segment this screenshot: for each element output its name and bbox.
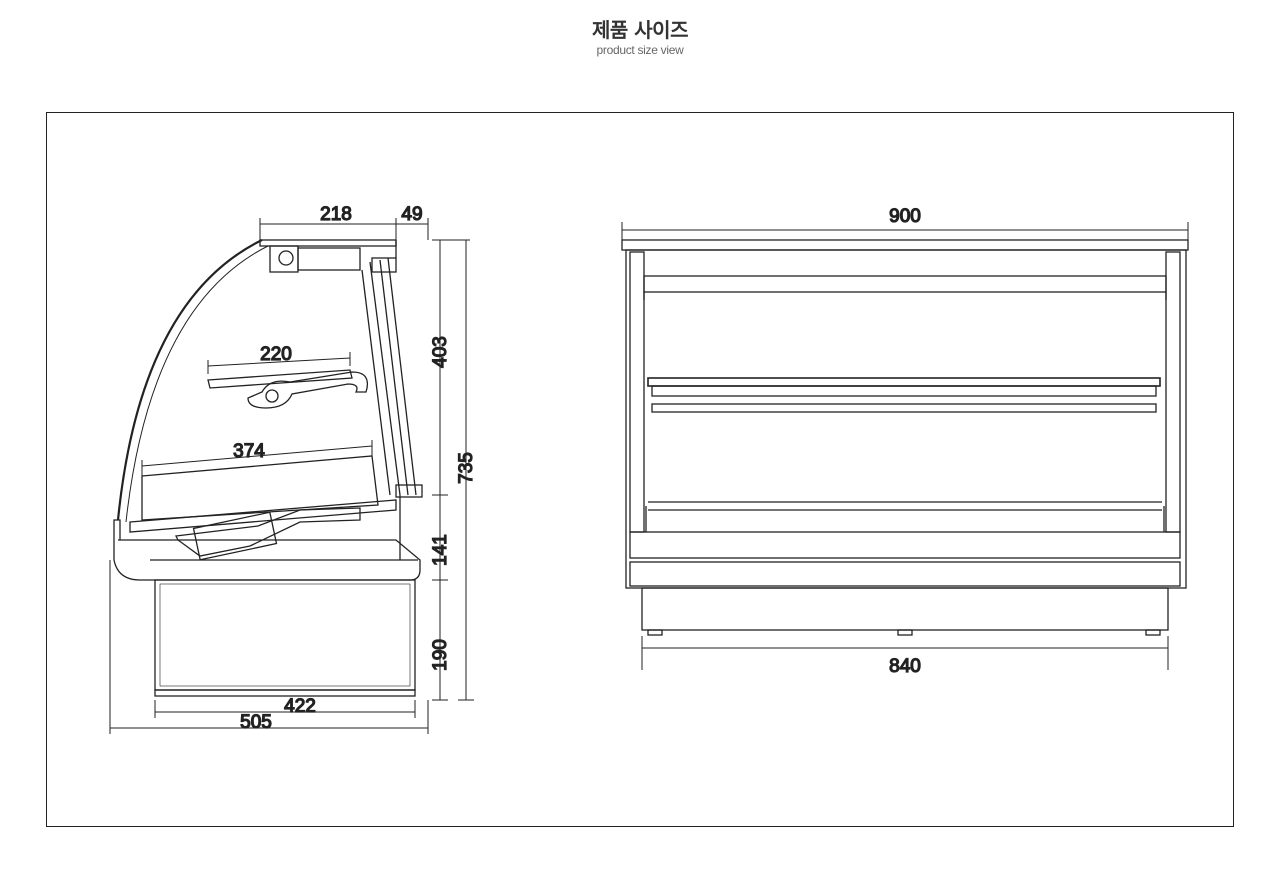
side-base-cabinet — [154, 579, 416, 691]
dim-upper-height: 403 — [430, 336, 451, 368]
side-lamp-housing — [269, 245, 299, 273]
side-body — [113, 519, 421, 581]
side-door-top-rail — [371, 257, 397, 273]
side-evaporator — [192, 511, 278, 561]
front-foot-left — [647, 629, 663, 636]
side-drain-tray — [175, 507, 361, 557]
front-lower-deck — [648, 501, 1162, 511]
side-base-plinth — [154, 689, 416, 697]
dim-deck-depth: 374 — [233, 441, 265, 462]
front-outer-frame — [625, 249, 1187, 589]
side-dimensions — [109, 218, 474, 734]
dim-total-width: 900 — [889, 206, 921, 227]
dim-top-depth: 218 — [320, 204, 352, 225]
front-middle-shelf-lip — [651, 385, 1157, 397]
dim-base-height: 190 — [430, 639, 451, 671]
front-bottom-band — [629, 561, 1181, 587]
page-title: 제품 사이즈 — [592, 18, 688, 42]
front-kickplate — [629, 531, 1181, 559]
front-view: 900 840 — [621, 205, 1189, 678]
front-canopy-band — [643, 275, 1167, 293]
front-left-post — [629, 251, 645, 533]
side-rear-door-2 — [369, 261, 401, 496]
dim-top-offset: 49 — [401, 204, 422, 225]
side-deck — [129, 499, 397, 533]
page-subtitle: product size view — [596, 43, 684, 57]
side-view: 218 49 220 374 403 735 141 190 422 505 — [109, 203, 478, 734]
side-base-panel — [159, 583, 411, 687]
side-curved-glass — [116, 239, 263, 521]
side-lamp-bar — [297, 247, 361, 271]
side-shelf-knob-icon — [265, 389, 279, 403]
front-middle-shelf — [647, 377, 1161, 387]
side-top-canopy — [259, 239, 397, 247]
dim-total-depth: 505 — [240, 712, 272, 733]
drawing-frame — [46, 112, 1234, 827]
front-foot-right — [1145, 629, 1161, 636]
side-rear-door-1 — [361, 269, 391, 496]
side-rear-door-3 — [379, 259, 409, 496]
side-rear-door-4 — [387, 257, 417, 496]
front-foot-middle — [897, 629, 913, 636]
front-dimensions — [621, 222, 1189, 670]
side-door-bottom-rail — [395, 484, 423, 498]
front-middle-shelf-bracket — [651, 403, 1157, 413]
front-right-post — [1165, 251, 1181, 533]
side-shelf-bracket — [247, 371, 369, 409]
side-product-tray — [141, 455, 379, 521]
page-header: 제품 사이즈 product size view — [0, 18, 1280, 58]
side-curved-glass-inner — [125, 245, 269, 523]
front-base-cabinet — [641, 587, 1169, 631]
dim-total-height: 735 — [456, 452, 477, 484]
front-top-cap — [621, 239, 1189, 251]
side-upper-shelf — [207, 369, 353, 389]
dim-base-width: 840 — [889, 656, 921, 677]
dim-base-depth: 422 — [284, 696, 316, 717]
side-lamp-icon — [278, 250, 294, 266]
dim-mid-height: 141 — [430, 534, 451, 566]
dim-shelf-depth: 220 — [260, 344, 292, 365]
